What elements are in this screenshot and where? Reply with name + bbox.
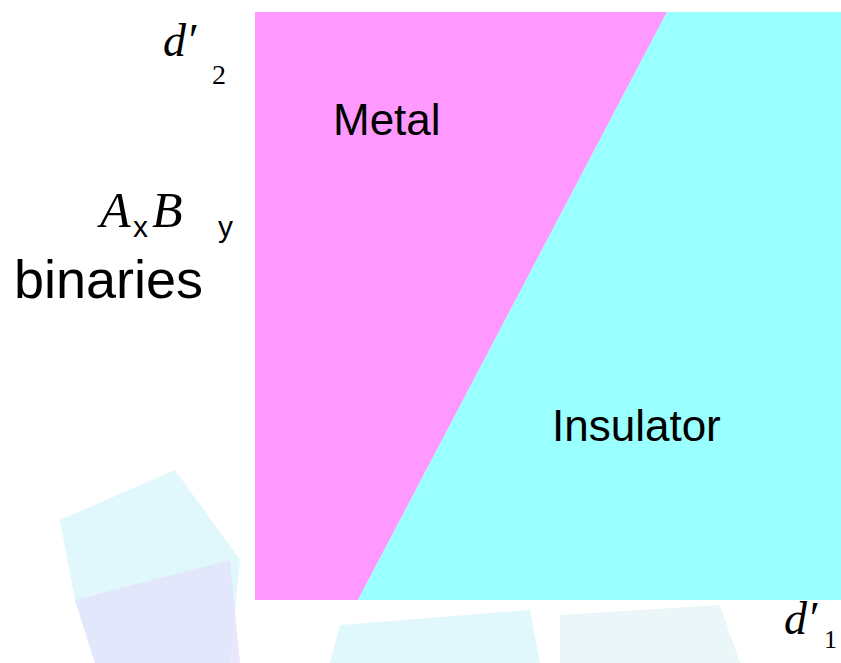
faint-cube	[75, 560, 240, 663]
axis-subscript: 1	[824, 626, 837, 655]
formula-subscript: x	[133, 210, 148, 243]
region-label: Insulator	[552, 402, 721, 450]
axis-symbol: d′	[163, 16, 196, 67]
region-label: Metal	[333, 96, 441, 144]
faint-cube	[60, 470, 240, 663]
region-fill	[358, 12, 841, 600]
faint-cube	[560, 605, 740, 663]
formula-caption: binaries	[14, 250, 203, 309]
axis-subscript: 2	[212, 60, 226, 91]
formula-element: A	[100, 183, 131, 238]
formula-element: B	[152, 183, 183, 238]
axis-symbol: d′	[784, 594, 817, 645]
faint-cube	[330, 610, 540, 663]
formula-subscript: y	[218, 210, 233, 243]
